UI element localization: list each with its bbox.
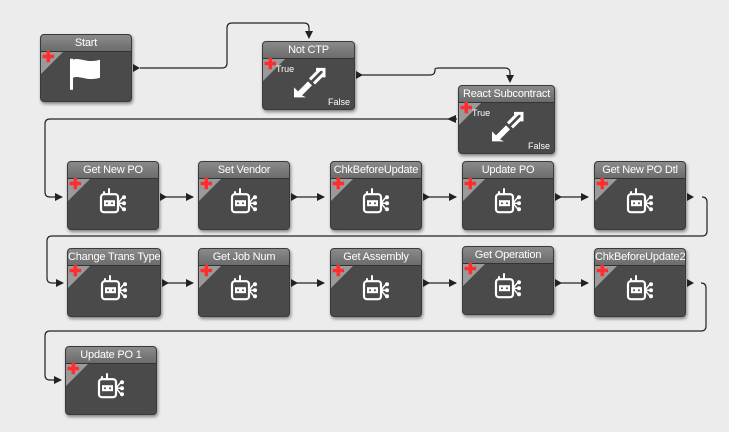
connector-react-to-get-new-po [44,118,457,201]
add-marker-icon[interactable]: ✚ [464,261,477,278]
node-corner-fold [463,179,485,201]
get-operation-node[interactable]: Get Operation ✚ [462,246,554,315]
add-marker-icon[interactable]: ✚ [200,176,213,193]
start-node[interactable]: Start ✚ [40,34,132,102]
react-subcontract-condition-node[interactable]: React Subcontract ✚ True False [458,85,555,154]
not-ctp-condition-node[interactable]: Not CTP ✚ True False [262,41,355,110]
method-call-icon [230,275,257,301]
add-marker-icon[interactable]: ✚ [69,176,82,193]
get-assembly-node[interactable]: Get Assembly ✚ [330,248,422,317]
node-title: Set Vendor [199,162,289,179]
add-marker-icon[interactable]: ✚ [264,56,277,73]
node-corner-fold [595,266,617,288]
node-title: Update PO 1 [66,347,156,364]
connector-chkbeforeupdate2-to-update-po-1 [44,282,707,384]
method-call-icon [97,373,124,399]
node-title: ChkBeforeUpdate [331,162,421,179]
update-po-1-node[interactable]: Update PO 1 ✚ [65,346,157,415]
add-marker-icon[interactable]: ✚ [460,100,473,117]
set-vendor-node[interactable]: Set Vendor ✚ [198,161,290,230]
node-title: Get Operation [463,247,553,264]
get-job-num-node[interactable]: Get Job Num ✚ [198,248,290,317]
false-branch-label: False [327,97,350,107]
connector-not-ctp-to-react [361,67,514,83]
method-call-icon [362,275,389,301]
condition-arrows-icon [491,111,523,142]
node-corner-fold [263,59,285,81]
node-corner-fold [68,179,90,201]
node-title: React Subcontract [459,86,554,103]
node-title: Update PO [463,162,553,179]
node-corner-fold [66,364,88,386]
add-marker-icon[interactable]: ✚ [69,263,82,280]
node-title: Start [41,35,131,52]
node-corner-fold [595,179,617,201]
method-call-icon [494,273,521,299]
connector-start-to-not-ctp [140,22,313,69]
node-corner-fold [68,266,90,288]
node-title: Get Assembly [331,249,421,266]
node-corner-fold [459,103,481,125]
chkbeforeupdate-node[interactable]: ChkBeforeUpdate ✚ [330,161,422,230]
method-call-icon [494,188,521,214]
node-corner-fold [199,179,221,201]
node-corner-fold [331,266,353,288]
node-corner-fold [331,179,353,201]
method-call-icon [99,188,126,214]
node-corner-fold [463,264,485,286]
node-title: Get Job Num [199,249,289,266]
add-marker-icon[interactable]: ✚ [596,176,609,193]
node-title: Get New PO [68,162,158,179]
add-marker-icon[interactable]: ✚ [67,361,80,378]
get-new-po-node[interactable]: Get New PO ✚ [67,161,159,230]
update-po-node[interactable]: Update PO ✚ [462,161,554,230]
node-corner-fold [41,52,63,74]
add-marker-icon[interactable]: ✚ [42,49,55,66]
get-new-po-dtl-node[interactable]: Get New PO Dtl ✚ [594,161,686,230]
method-call-icon [626,275,653,301]
true-branch-label: True [276,64,295,74]
node-title: Change Trans Type [68,249,160,266]
false-branch-label: False [527,141,550,151]
node-title: Get New PO Dtl [595,162,685,179]
add-marker-icon[interactable]: ✚ [200,263,213,280]
node-title: Not CTP [263,42,354,59]
change-trans-type-node[interactable]: Change Trans Type ✚ [67,248,161,317]
connector-get-new-po-dtl-to-change-trans-type [46,196,708,287]
node-corner-fold [199,266,221,288]
add-marker-icon[interactable]: ✚ [332,263,345,280]
condition-arrows-icon [293,67,325,98]
flag-icon [70,59,100,91]
method-call-icon [362,188,389,214]
true-branch-label: True [472,108,491,118]
method-call-icon [626,188,653,214]
add-marker-icon[interactable]: ✚ [332,176,345,193]
add-marker-icon[interactable]: ✚ [464,176,477,193]
node-title: ChkBeforeUpdate2 [595,249,685,266]
method-call-icon [100,275,127,301]
chkbeforeupdate2-node[interactable]: ChkBeforeUpdate2 ✚ [594,248,686,317]
add-marker-icon[interactable]: ✚ [596,263,609,280]
method-call-icon [230,188,257,214]
